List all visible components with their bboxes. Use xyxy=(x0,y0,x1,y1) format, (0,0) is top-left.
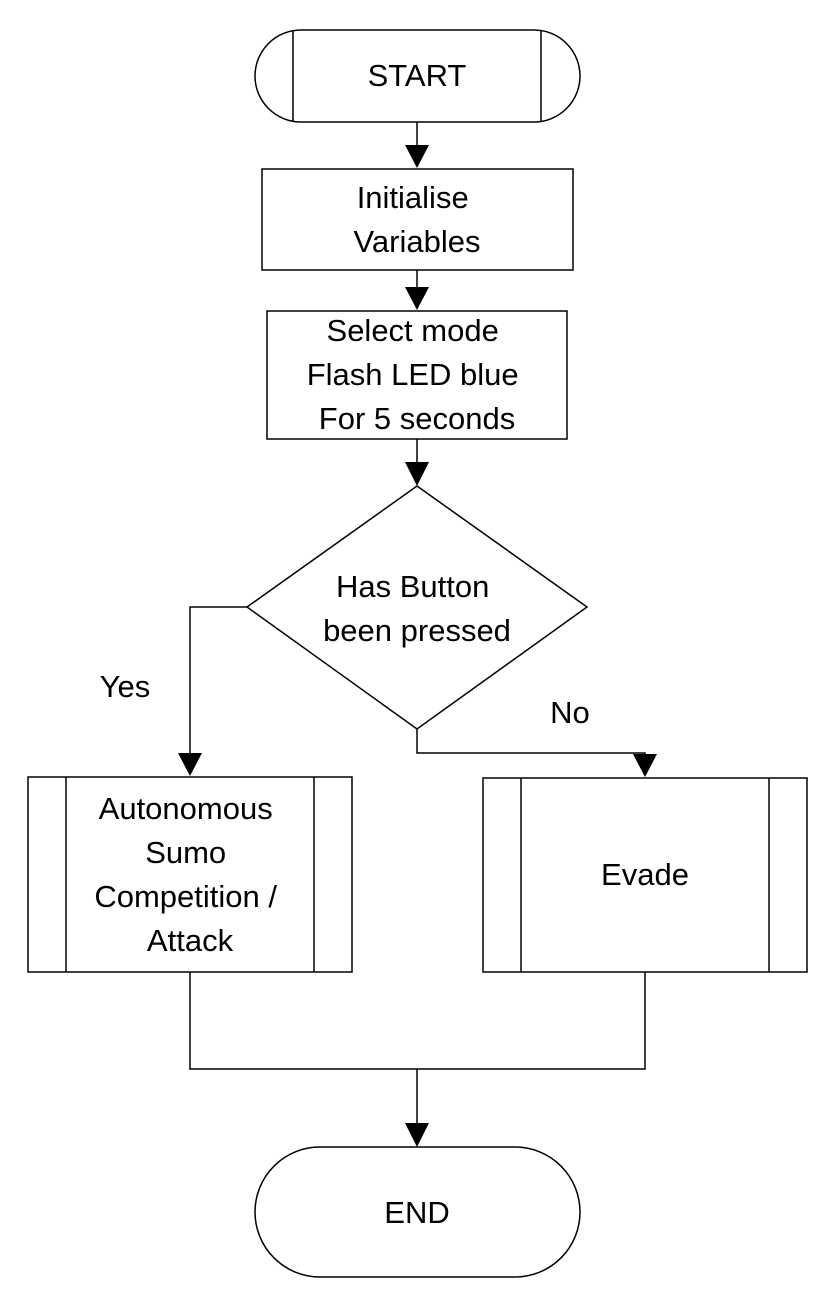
arrow-select-to-decision xyxy=(405,439,429,486)
decision-line-2: been pressed xyxy=(323,613,511,648)
decision-node: Has Button been pressed xyxy=(245,485,589,730)
arrow-initialise-to-select xyxy=(405,270,429,310)
select-mode-label: Select mode Flash LED blue For 5 seconds xyxy=(307,313,528,436)
select-mode-shape xyxy=(266,310,568,440)
start-node: START xyxy=(254,29,581,123)
merge-connector xyxy=(189,972,646,1147)
attack-line-1: Autonomous xyxy=(99,791,273,826)
select-mode-line-1: Select mode xyxy=(327,313,499,348)
no-label: No xyxy=(550,695,590,730)
evade-shape xyxy=(482,777,808,973)
decision-label: Has Button been pressed xyxy=(323,569,511,648)
initialise-node: Initialise Variables xyxy=(261,168,574,271)
no-branch-line xyxy=(416,729,646,755)
initialise-line-1: Initialise xyxy=(357,180,469,215)
decision-line-1: Has Button xyxy=(336,569,489,604)
initialise-line-2: Variables xyxy=(354,224,481,259)
arrow-head xyxy=(405,287,429,310)
end-node: END xyxy=(254,1146,581,1278)
select-mode-line-3: For 5 seconds xyxy=(319,401,515,436)
start-label: START xyxy=(368,58,467,93)
attack-line-2: Sumo xyxy=(145,835,226,870)
evade-label: Evade xyxy=(601,857,689,892)
end-label: END xyxy=(384,1195,449,1230)
attack-line-3: Competition / xyxy=(94,879,277,914)
yes-branch-connector xyxy=(178,606,247,776)
arrow-head xyxy=(178,753,202,776)
arrow-head xyxy=(405,1123,429,1147)
attack-label: Autonomous Sumo Competition / Attack xyxy=(94,791,285,958)
evade-node: Evade xyxy=(482,777,808,973)
arrow-head xyxy=(633,754,657,777)
initialise-label: Initialise Variables xyxy=(354,180,481,259)
attack-shape xyxy=(27,776,353,973)
arrow-head xyxy=(405,462,429,486)
no-branch-connector xyxy=(416,729,657,777)
select-mode-node: Select mode Flash LED blue For 5 seconds xyxy=(266,310,568,440)
merge-line xyxy=(189,972,646,1070)
decision-shape xyxy=(245,485,589,730)
yes-label: Yes xyxy=(100,669,151,704)
yes-branch-line xyxy=(189,606,247,754)
arrow-start-to-initialise xyxy=(405,122,429,168)
select-mode-line-2: Flash LED blue xyxy=(307,357,519,392)
attack-line-4: Attack xyxy=(147,923,234,958)
attack-node: Autonomous Sumo Competition / Attack xyxy=(27,776,353,973)
arrow-head xyxy=(405,145,429,168)
end-shape xyxy=(254,1146,581,1278)
